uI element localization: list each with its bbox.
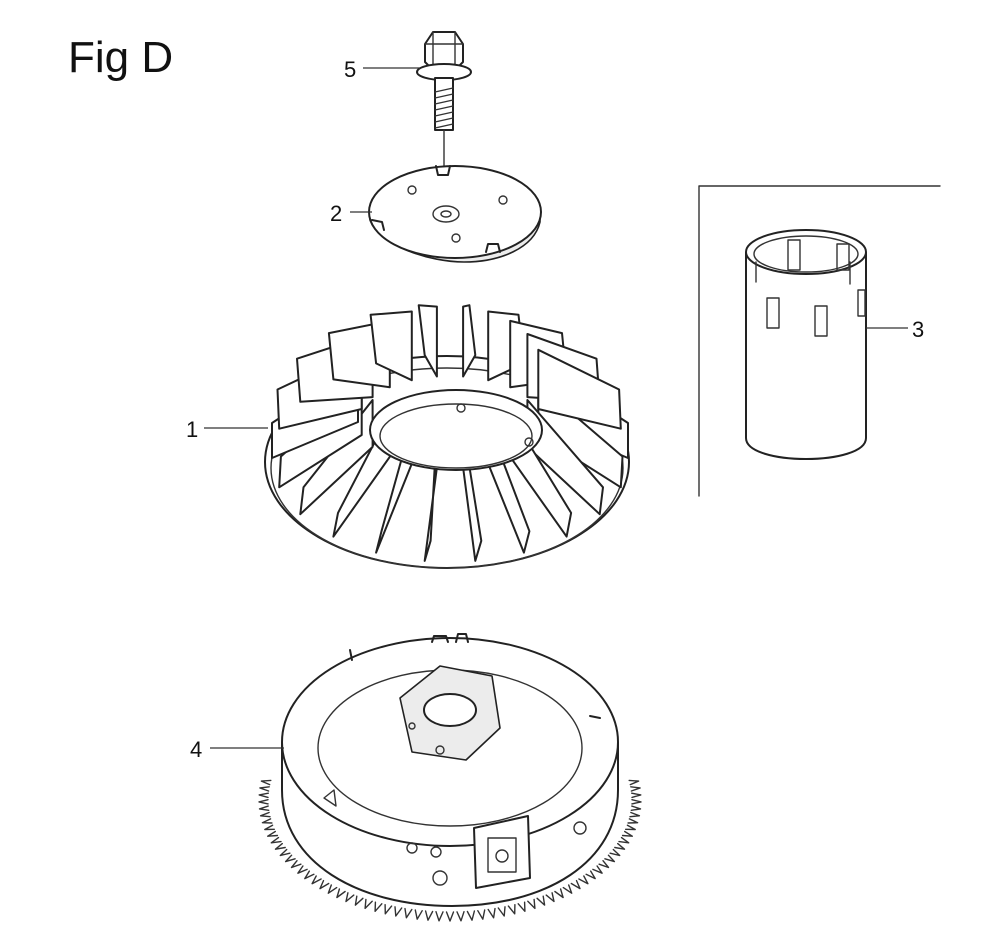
gear-tooth (279, 848, 291, 857)
flywheel-icon[interactable] (258, 633, 642, 922)
gear-tooth (456, 911, 465, 922)
gear-tooth (621, 830, 633, 837)
gear-tooth (536, 895, 546, 906)
gear-tooth (445, 911, 455, 922)
gear-tooth (585, 870, 596, 880)
sleeve-callout-box (698, 185, 941, 497)
gear-tooth (631, 792, 642, 799)
gear-tooth (609, 848, 621, 857)
gear-tooth (297, 865, 308, 874)
gear-tooth (354, 895, 364, 906)
gear-tooth (631, 799, 642, 805)
gear-tooth (311, 875, 322, 885)
gear-tooth (562, 884, 573, 894)
callout-3: 3 (912, 317, 924, 342)
gear-tooth (507, 904, 516, 915)
gear-tooth (414, 909, 423, 920)
gear-tooth (466, 910, 476, 921)
gear-tooth (304, 870, 315, 880)
gear-tooth (364, 898, 373, 910)
gear-tooth (629, 811, 641, 818)
gear-tooth (630, 786, 641, 792)
cooling-fan-icon[interactable] (264, 304, 630, 569)
gear-tooth (625, 824, 636, 831)
gear-tooth (554, 888, 564, 899)
gear-tooth (618, 836, 630, 844)
callout-5: 5 (344, 57, 356, 82)
gear-tooth (578, 875, 589, 885)
gear-tooth (270, 836, 282, 844)
gear-tooth (261, 818, 273, 824)
fan-blade (462, 304, 477, 378)
gear-tooth (424, 910, 434, 921)
figure-title: Fig D (68, 33, 173, 82)
callout-1: 1 (186, 417, 198, 442)
gear-tooth (259, 811, 271, 818)
gear-tooth (336, 888, 346, 899)
gear-tooth (497, 906, 506, 917)
gear-tooth (284, 854, 296, 863)
gear-tooth (628, 779, 640, 786)
gear-tooth (627, 818, 639, 824)
gear-tooth (394, 906, 403, 917)
gear-tooth (345, 892, 355, 903)
gear-tooth (274, 842, 286, 850)
gear-tooth (545, 892, 555, 903)
gear-tooth (517, 901, 526, 912)
fan-blade (369, 310, 413, 382)
gear-tooth (374, 901, 383, 912)
gear-tooth (327, 884, 338, 894)
gear-tooth (487, 907, 496, 919)
gear-tooth (592, 865, 603, 874)
sleeve-icon[interactable] (745, 229, 867, 460)
washer-plate-icon[interactable] (368, 165, 542, 263)
gear-tooth (477, 909, 486, 920)
bolt-icon[interactable] (416, 31, 472, 213)
gear-tooth (435, 911, 444, 922)
gear-tooth (598, 860, 610, 869)
gear-tooth (527, 898, 536, 910)
gear-tooth (264, 824, 275, 831)
ring-gear-teeth (258, 779, 642, 922)
gear-tooth (630, 805, 642, 811)
gear-tooth (570, 879, 581, 890)
gear-tooth (260, 779, 272, 786)
gear-tooth (258, 792, 269, 799)
gear-tooth (614, 842, 626, 850)
gear-tooth (258, 805, 270, 811)
callout-2: 2 (330, 201, 342, 226)
gear-tooth (259, 786, 270, 792)
gear-tooth (290, 860, 302, 869)
fan-blade (537, 348, 622, 430)
gear-tooth (258, 799, 269, 805)
gear-tooth (319, 879, 330, 890)
gear-tooth (404, 907, 413, 919)
gear-tooth (267, 830, 279, 837)
gear-tooth (604, 854, 616, 863)
fan-blade (417, 304, 438, 378)
gear-tooth (384, 904, 393, 915)
callout-4: 4 (190, 737, 202, 762)
